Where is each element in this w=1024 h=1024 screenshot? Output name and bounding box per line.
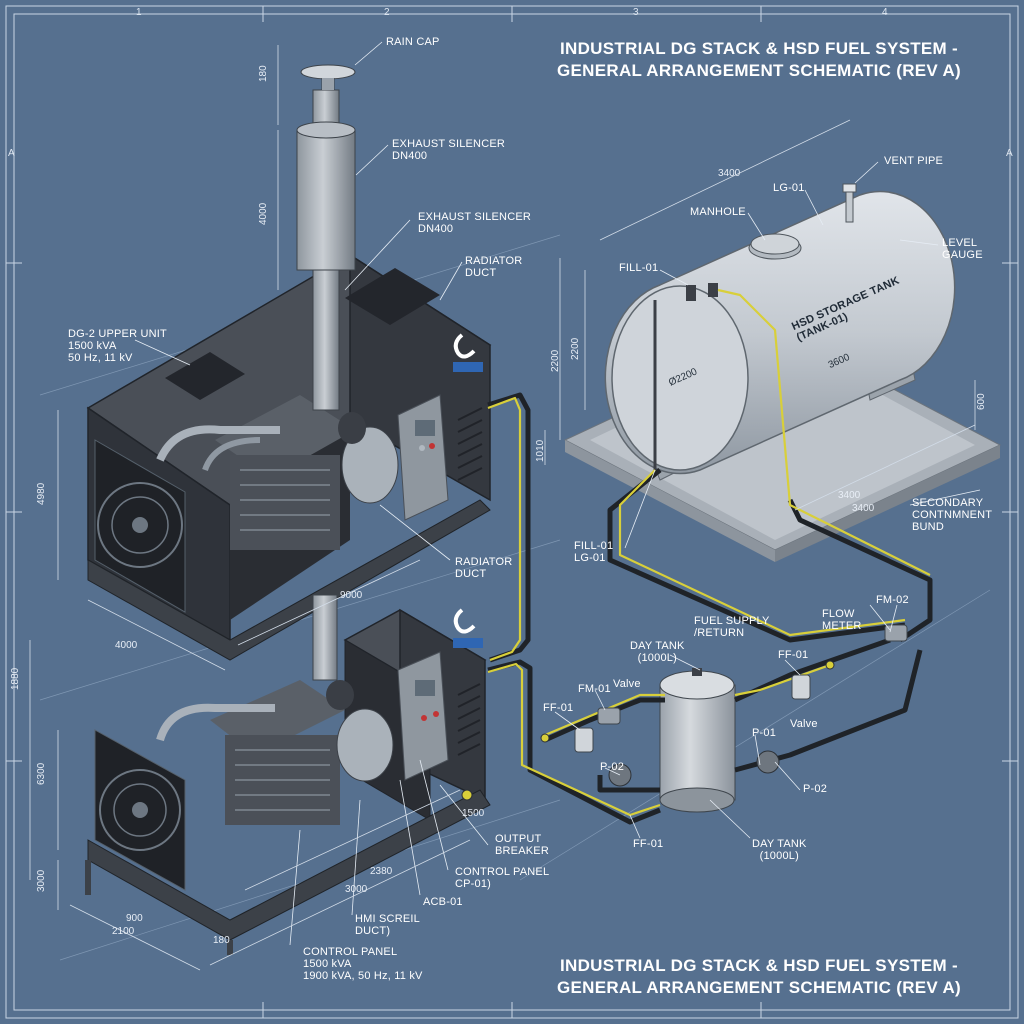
- dim-3000-left: 3000: [36, 869, 47, 892]
- label-p02-left: P-02: [600, 761, 625, 773]
- label-vent-pipe: VENT PIPE: [884, 155, 944, 167]
- label-valve-left: Valve: [613, 678, 641, 690]
- dimension-lines: [29, 45, 976, 971]
- label-ff01-bottom: FF-01: [633, 838, 664, 850]
- label-day-tank-top: DAY TANK (1000L): [630, 640, 685, 664]
- dg-lower-unit: [85, 608, 491, 955]
- label-radiator-duct-lower: RADIATOR DUCT: [455, 556, 513, 580]
- dim-4000: 4000: [258, 202, 269, 225]
- dim-4000-base: 4000: [115, 640, 138, 651]
- dim-tank-2200b: 2200: [570, 337, 581, 360]
- grid-row-a-left: A: [8, 148, 15, 159]
- dim-tank-2200a: 2200: [550, 349, 561, 372]
- grid-row-a-right: A: [1006, 148, 1013, 159]
- dim-4980: 4980: [36, 482, 47, 505]
- dim-tank-3400b: 3400: [838, 490, 861, 501]
- dg-upper-unit: [86, 253, 492, 661]
- label-flow-meter: FLOW METER: [822, 608, 862, 632]
- dim-tank-3400: 3400: [718, 168, 741, 179]
- label-ff01-left: FF-01: [543, 702, 574, 714]
- label-ff01-right: FF-01: [778, 649, 809, 661]
- label-p01: P-01: [752, 727, 777, 739]
- dim-tank-1010: 1010: [535, 439, 546, 462]
- day-tank: [659, 668, 736, 813]
- label-valve-right: Valve: [790, 718, 818, 730]
- label-fuel-supply-return: FUEL SUPPLY /RETURN: [694, 615, 770, 639]
- grid-col-3: 3: [633, 7, 639, 18]
- dim-3000-base: 3000: [345, 884, 368, 895]
- dim-tank-600: 600: [976, 393, 987, 410]
- dim-180-bottom: 180: [213, 935, 230, 946]
- label-dg2-upper-unit: DG-2 UPPER UNIT 1500 kVA 50 Hz, 11 kV: [68, 328, 167, 364]
- label-output-breaker: OUTPUT BREAKER: [495, 833, 549, 857]
- label-control-panel-cp01: CONTROL PANEL CP-01): [455, 866, 550, 890]
- dim-6300: 6300: [36, 762, 47, 785]
- label-day-tank-bottom: DAY TANK (1000L): [752, 838, 807, 862]
- title-bottom-line1: INDUSTRIAL DG STACK & HSD FUEL SYSTEM -: [560, 956, 958, 975]
- label-exhaust-silencer-1: EXHAUST SILENCER DN400: [392, 138, 506, 162]
- title-bottom-line2: GENERAL ARRANGEMENT SCHEMATIC (REV A): [557, 978, 961, 997]
- label-fm02: FM-02: [876, 594, 909, 606]
- label-fill01-top: FILL-01: [619, 262, 659, 274]
- label-level-gauge: LEVEL GAUGE: [942, 237, 983, 261]
- title-top-line1: INDUSTRIAL DG STACK & HSD FUEL SYSTEM -: [560, 39, 958, 58]
- dim-1500: 1500: [462, 808, 485, 819]
- label-lg01-top: LG-01: [773, 182, 805, 194]
- label-manhole: MANHOLE: [690, 206, 746, 218]
- dim-9000: 9000: [340, 590, 363, 601]
- label-control-panel-bottom: CONTROL PANEL 1500 kVA 1900 kVA, 50 Hz, …: [303, 946, 423, 982]
- sheet-border: [5, 5, 1019, 1019]
- grid-col-4: 4: [882, 7, 888, 18]
- title-top: INDUSTRIAL DG STACK & HSD FUEL SYSTEM - …: [520, 38, 998, 82]
- label-rain-cap: RAIN CAP: [386, 36, 440, 48]
- title-top-line2: GENERAL ARRANGEMENT SCHEMATIC (REV A): [557, 61, 961, 80]
- leader-lines: [134, 41, 981, 946]
- title-bottom: INDUSTRIAL DG STACK & HSD FUEL SYSTEM - …: [520, 955, 998, 999]
- label-acb-01: ACB-01: [423, 896, 463, 908]
- dim-2100: 2100: [112, 926, 135, 937]
- dim-900: 900: [126, 913, 143, 924]
- dim-180-top: 180: [258, 65, 269, 82]
- label-fm01: FM-01: [578, 683, 611, 695]
- dim-tank-3400c: 3400: [852, 503, 875, 514]
- label-fill-lg: FILL-01 LG-01: [574, 540, 614, 564]
- label-exhaust-silencer-2: EXHAUST SILENCER DN400: [418, 211, 532, 235]
- label-secondary-bund: SECONDARY CONTNMNENT BUND: [912, 497, 993, 533]
- hsd-storage-tank: [563, 183, 1002, 562]
- grid-col-1: 1: [136, 7, 142, 18]
- dim-2380: 2380: [370, 866, 393, 877]
- label-radiator-duct-upper: RADIATOR DUCT: [465, 255, 523, 279]
- grid-col-2: 2: [384, 7, 390, 18]
- label-p02-right: P-02: [803, 783, 828, 795]
- label-hmi-screen: HMI SCREIL DUCT): [355, 913, 420, 937]
- dim-1880: 1880: [10, 667, 21, 690]
- exhaust-stack: [296, 64, 356, 681]
